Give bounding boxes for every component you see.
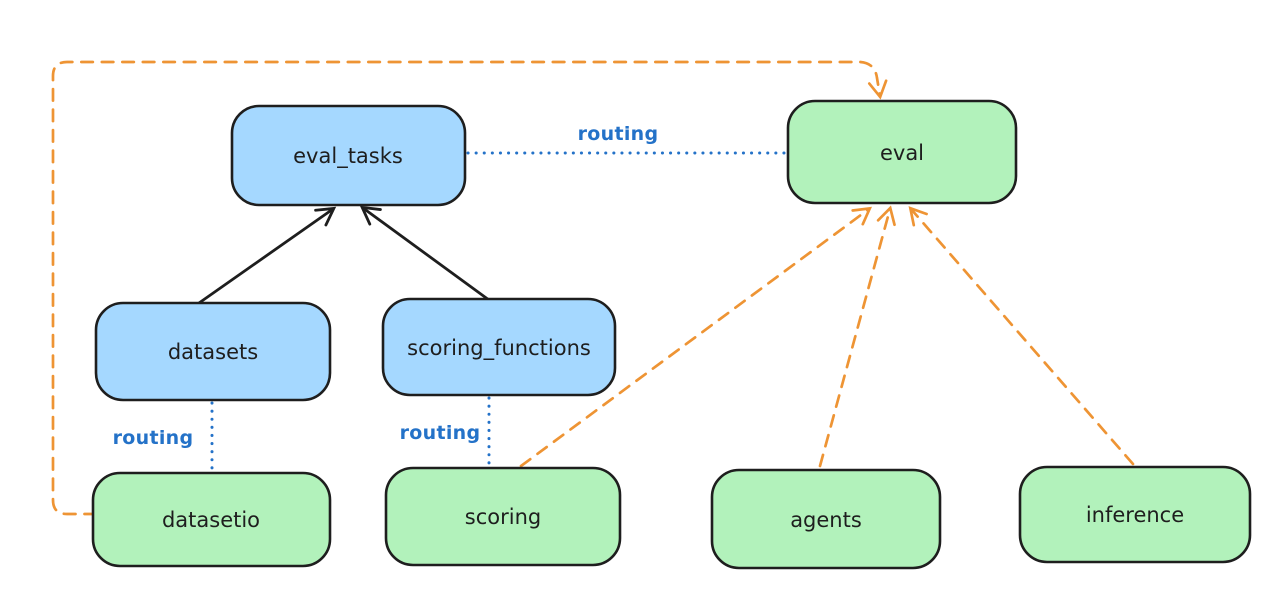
node-scoring: scoring bbox=[384, 466, 622, 567]
node-agents-label: agents bbox=[790, 508, 862, 532]
node-agents-box bbox=[710, 468, 942, 570]
node-scoring_functions: scoring_functions bbox=[381, 297, 617, 397]
node-datasetio: datasetio bbox=[91, 471, 332, 568]
node-eval_tasks-label: eval_tasks bbox=[293, 144, 403, 169]
node-eval-label: eval bbox=[880, 141, 924, 165]
routing-label-scoring_functions-scoring: routing bbox=[400, 422, 481, 444]
node-eval_tasks-box bbox=[230, 104, 467, 207]
routing-label-datasets-datasetio: routing bbox=[113, 427, 194, 449]
node-inference-box bbox=[1018, 465, 1252, 564]
edge-agents-to-eval bbox=[818, 205, 896, 468]
node-datasetio-box bbox=[91, 471, 332, 568]
node-scoring_functions-box bbox=[381, 297, 617, 397]
node-scoring-box bbox=[384, 466, 622, 567]
node-eval: eval bbox=[786, 99, 1018, 205]
node-datasetio-label: datasetio bbox=[162, 508, 260, 532]
node-inference-label: inference bbox=[1086, 503, 1184, 527]
node-scoring-label: scoring bbox=[465, 505, 541, 529]
node-scoring_functions-label: scoring_functions bbox=[407, 336, 591, 361]
edge-scoring-to-eval bbox=[519, 206, 873, 468]
node-datasets: datasets bbox=[94, 301, 332, 402]
node-agents: agents bbox=[710, 468, 942, 570]
edge-inference-to-eval bbox=[908, 206, 1135, 466]
routing-label-eval_tasks-eval: routing bbox=[578, 123, 659, 145]
edge-scoring_functions-to-eval_tasks bbox=[359, 205, 491, 302]
edge-datasets-to-eval_tasks bbox=[197, 206, 337, 305]
node-eval-box bbox=[786, 99, 1018, 205]
node-datasets-box bbox=[94, 301, 332, 402]
node-datasets-label: datasets bbox=[168, 340, 258, 364]
node-inference: inference bbox=[1018, 465, 1252, 564]
node-eval_tasks: eval_tasks bbox=[230, 104, 467, 207]
